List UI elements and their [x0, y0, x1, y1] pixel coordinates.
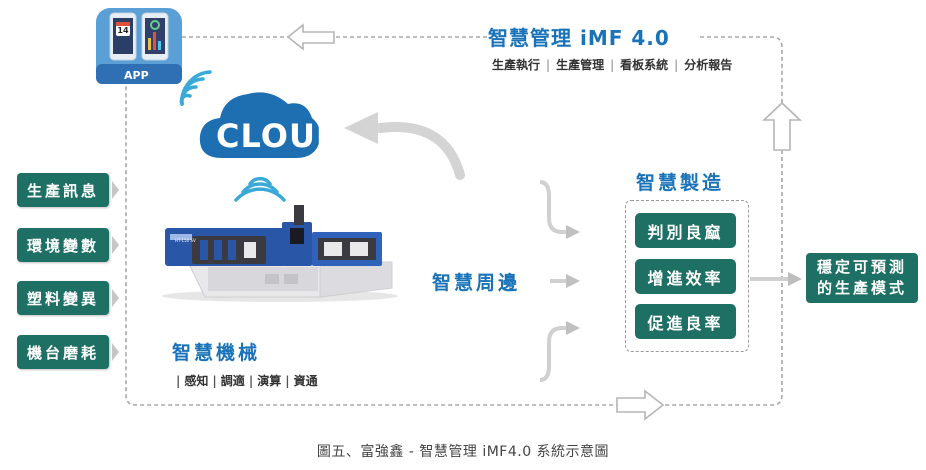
machine-feature: 演算 [257, 374, 282, 388]
output-line-2: 的生產模式 [816, 279, 907, 297]
machine-feature: 資通 [293, 374, 318, 388]
loop-arrow-up-icon [761, 101, 803, 151]
smart-machinery-features: |感知|調適|演算|資通 [172, 372, 318, 389]
imf-function-item: 生產執行 [492, 58, 541, 72]
wifi-signal-icon [179, 70, 212, 106]
separator: | [285, 374, 290, 388]
imf-function-item: 看板系統 [620, 58, 669, 72]
flow-arrow-bottom-icon [539, 321, 580, 382]
imf-function-item: 生產管理 [556, 58, 605, 72]
input-arrow-2-icon [112, 236, 119, 254]
mfg-item-efficiency: 增進效率 [635, 259, 736, 294]
wifi-signal-cloud-icon [234, 176, 286, 202]
smart-machinery-title: 智慧機械 [172, 342, 261, 364]
separator: | [546, 58, 551, 72]
flow-arrow-middle-icon [550, 274, 580, 288]
cloud-label: CLOUD [216, 117, 344, 155]
loop-arrow-right-icon [616, 389, 665, 421]
separator: | [212, 374, 217, 388]
imf-function-item: 分析報告 [684, 58, 733, 72]
input-production-info: 生產訊息 [17, 173, 109, 207]
machine-feature: 調適 [220, 374, 245, 388]
smart-periphery-label: 智慧周邊 [432, 272, 521, 294]
output-arrow-icon [750, 272, 802, 286]
smart-manufacturing-title: 智慧製造 [636, 172, 725, 194]
separator: | [176, 374, 181, 388]
input-environment-variables: 環境變數 [17, 228, 109, 262]
input-arrow-1-icon [112, 181, 119, 199]
output-line-1: 穩定可預測 [816, 258, 907, 276]
app-icon [96, 8, 182, 84]
output-stable-production: 穩定可預測 的生產模式 [806, 253, 918, 303]
input-arrow-4-icon [112, 343, 119, 361]
cloud-icon [199, 92, 321, 158]
input-arrow-3-icon [112, 289, 119, 307]
injection-machine [162, 205, 398, 302]
loop-arrow-left-icon [286, 23, 335, 51]
mfg-item-quality-judgement: 判別良窳 [635, 213, 736, 248]
app-calendar-number: 14 [117, 26, 129, 35]
figure-caption: 圖五、富強鑫 - 智慧管理 iMF4.0 系統示意圖 [316, 444, 610, 460]
app-label: APP [124, 69, 149, 82]
separator: | [610, 58, 615, 72]
smart-manufacturing-group [625, 200, 749, 352]
upload-curve-arrow-icon [344, 112, 465, 180]
mfg-item-yield: 促進良率 [635, 304, 736, 339]
separator: | [248, 374, 254, 388]
input-machine-wear: 機台磨耗 [17, 335, 109, 369]
input-plastic-variation: 塑料變異 [17, 281, 109, 315]
imf-title: 智慧管理 iMF 4.0 [488, 26, 670, 50]
imf-function-list: 生產執行 | 生產管理 | 看板系統 | 分析報告 [492, 56, 732, 73]
flow-arrow-top-icon [539, 180, 580, 239]
machine-feature: 感知 [184, 374, 209, 388]
separator: | [674, 58, 679, 72]
dashed-loop-top-right [700, 36, 783, 103]
machine-model-label: HT-150 SV [175, 238, 196, 243]
